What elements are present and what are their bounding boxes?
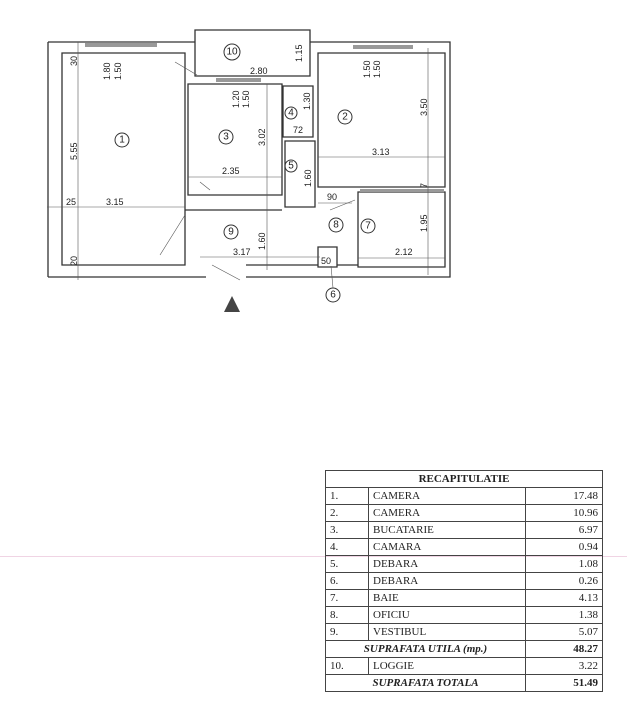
cell-v: 0.26 [525, 572, 603, 590]
room-1-label: 1 [114, 132, 130, 148]
svg-text:7: 7 [419, 183, 429, 188]
svg-text:1.50: 1.50 [241, 90, 251, 108]
svg-text:8: 8 [333, 220, 339, 231]
cell-name: DEBARA [368, 572, 526, 590]
scan-artifact-line [0, 556, 627, 557]
dimension-texts: 1.80 1.50 30 5.55 25 3.15 20 2.80 1.15 1… [66, 44, 429, 266]
svg-text:10: 10 [226, 47, 238, 58]
svg-text:3.50: 3.50 [419, 98, 429, 116]
cell-v: 5.07 [525, 623, 603, 641]
svg-text:1.15: 1.15 [294, 44, 304, 62]
cell-v: 1.08 [525, 555, 603, 573]
svg-text:1.95: 1.95 [419, 214, 429, 232]
cell-name: CAMERA [368, 487, 526, 505]
cell-n: 4. [325, 538, 369, 556]
cell-n: 5. [325, 555, 369, 573]
cell-n: 7. [325, 589, 369, 607]
table-title: RECAPITULATIE [325, 470, 603, 488]
cell-name: CAMERA [368, 504, 526, 522]
total-area-row: SUPRAFATA TOTALA 51.49 [325, 674, 603, 692]
cell-n: 8. [325, 606, 369, 624]
cell-n: 6. [325, 572, 369, 590]
cell-v: 10.96 [525, 504, 603, 522]
room-2-label: 2 [337, 109, 353, 125]
cell-name: VESTIBUL [368, 623, 526, 641]
svg-text:1.50: 1.50 [113, 62, 123, 80]
svg-text:72: 72 [293, 125, 303, 135]
cell-name: BAIE [368, 589, 526, 607]
svg-text:3.02: 3.02 [257, 128, 267, 146]
room-10-label: 10 [223, 43, 241, 61]
room-3-label: 3 [218, 129, 234, 145]
room-labels: 1 2 3 4 5 6 7 8 9 10 [114, 43, 376, 303]
useful-area-row: SUPRAFATA UTILA (mp.) 48.27 [325, 640, 603, 658]
svg-text:90: 90 [327, 192, 337, 202]
svg-text:9: 9 [228, 227, 234, 238]
cell-v: 17.48 [525, 487, 603, 505]
cell-name: CAMARA [368, 538, 526, 556]
svg-text:2.35: 2.35 [222, 166, 240, 176]
svg-text:1.50: 1.50 [372, 60, 382, 78]
svg-text:5: 5 [288, 161, 294, 172]
svg-text:20: 20 [69, 256, 79, 266]
svg-text:3.15: 3.15 [106, 197, 124, 207]
room-9-label: 9 [223, 224, 239, 240]
svg-text:1.30: 1.30 [302, 92, 312, 110]
cell-n: 3. [325, 521, 369, 539]
table-row: 10. LOGGIE 3.22 [325, 657, 603, 675]
dimension-lines [47, 42, 445, 281]
entrance-arrow-icon [224, 296, 240, 312]
cell-v: 6.97 [525, 521, 603, 539]
svg-text:2.12: 2.12 [395, 247, 413, 257]
room-7-label: 7 [360, 218, 376, 234]
cell-n: 2. [325, 504, 369, 522]
svg-text:2: 2 [342, 112, 348, 123]
walls [47, 29, 451, 278]
svg-text:1.50: 1.50 [362, 60, 372, 78]
svg-text:1.60: 1.60 [303, 169, 313, 187]
room-4-label: 4 [284, 106, 298, 120]
svg-text:25: 25 [66, 197, 76, 207]
cell-v: 1.38 [525, 606, 603, 624]
svg-text:7: 7 [365, 221, 371, 232]
floor-plan: 1 2 3 4 5 6 7 8 9 10 1.80 1.50 30 5.55 2… [47, 29, 451, 312]
svg-text:50: 50 [321, 256, 331, 266]
svg-text:1: 1 [119, 135, 125, 146]
svg-text:2.80: 2.80 [250, 66, 268, 76]
svg-text:3: 3 [223, 132, 229, 143]
cell-name: OFICIU [368, 606, 526, 624]
cell-name: DEBARA [368, 555, 526, 573]
cell-name: BUCATARIE [368, 521, 526, 539]
svg-text:1.60: 1.60 [257, 232, 267, 250]
room-6-label: 6 [325, 265, 341, 303]
svg-text:6: 6 [330, 290, 336, 301]
cell-v: 4.13 [525, 589, 603, 607]
room-5-label: 5 [284, 159, 298, 173]
svg-text:1.80: 1.80 [102, 62, 112, 80]
room-8-label: 8 [328, 217, 344, 233]
svg-text:4: 4 [288, 108, 294, 119]
cell-v: 0.94 [525, 538, 603, 556]
svg-text:30: 30 [69, 56, 79, 66]
svg-text:3.17: 3.17 [233, 247, 251, 257]
cell-n: 1. [325, 487, 369, 505]
svg-text:5.55: 5.55 [69, 142, 79, 160]
svg-text:3.13: 3.13 [372, 147, 390, 157]
cell-n: 9. [325, 623, 369, 641]
svg-text:1.20: 1.20 [231, 90, 241, 108]
